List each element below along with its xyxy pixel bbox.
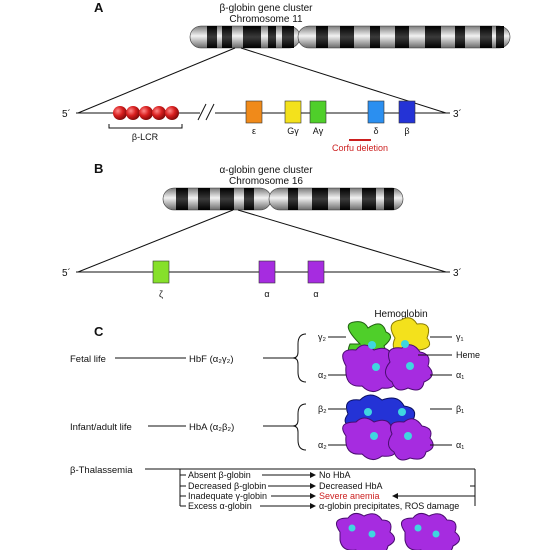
gene-label-beta: β [404, 126, 409, 136]
corfu-deletion-label: Corfu deletion [332, 143, 388, 153]
gene-box-g-gamma [284, 100, 302, 124]
effect-severe-anemia: Severe anemia [319, 491, 380, 501]
chromosome-16-label: Chromosome 16 [229, 176, 303, 187]
gene-label-zeta: ζ [159, 289, 163, 299]
cause-excess-alpha: Excess α-globin [188, 501, 252, 511]
chromosome-11-label: Chromosome 11 [229, 14, 303, 25]
heme-label: Heme [456, 350, 480, 360]
chromosome-16 [162, 187, 404, 211]
fetal-life-label: Fetal life [70, 354, 106, 365]
gene-label-alpha-2: α [264, 289, 269, 299]
hbf-label: HbF (α₂γ₂) [189, 354, 234, 365]
panel-c-letter: C [94, 324, 104, 339]
alpha-precipitate-left [335, 512, 395, 550]
adult-life-label: Infant/adult life [70, 422, 132, 433]
thalassemia-label: β-Thalassemia [70, 465, 133, 476]
fetal-gamma1: γ₁ [456, 332, 464, 342]
adult-beta1: β₁ [456, 404, 464, 414]
cause-rows [180, 474, 186, 507]
panel-a-letter: A [94, 0, 104, 15]
alpha-5prime: 5´ [62, 267, 71, 279]
cause-arrows [260, 472, 475, 509]
fetal-alpha2: α₂ [318, 370, 327, 380]
effect-alpha-precipitates: α-globin precipitates, ROS damage [319, 501, 459, 511]
gene-box-alpha-2 [258, 260, 276, 284]
zoom-line-left-a [77, 47, 236, 114]
effect-no-hba: No HbA [319, 470, 351, 480]
alpha-3prime: 3´ [453, 267, 462, 279]
zoom-line-left-b [77, 209, 234, 273]
beta-cluster-title: β-globin gene cluster [219, 3, 313, 14]
beta-lcr-spheres [113, 106, 179, 120]
gene-box-zeta [152, 260, 170, 284]
gene-box-beta [398, 100, 416, 124]
alpha-cluster-title: α-globin gene cluster [219, 165, 313, 176]
beta-gene-labels: ε Gγ Aγ δ β [252, 126, 410, 136]
beta-5prime: 5´ [62, 108, 71, 120]
gene-box-delta [367, 100, 385, 124]
beta-gene-boxes [245, 100, 416, 124]
cause-decreased-beta: Decreased β-globin [188, 481, 266, 491]
hba-molecule [342, 394, 434, 461]
hemoglobin-label: Hemoglobin [374, 309, 427, 320]
gene-box-epsilon [245, 100, 263, 124]
gene-label-g-gamma: Gγ [287, 126, 299, 136]
adult-brace [292, 403, 307, 451]
lcr-bracket [108, 124, 183, 129]
adult-alpha2: α₂ [318, 440, 327, 450]
effect-decreased-hba: Decreased HbA [319, 481, 383, 491]
adult-beta2: β₂ [318, 404, 327, 414]
beta-3prime: 3´ [453, 108, 462, 120]
cause-inadequate-gamma: Inadequate γ-globin [188, 491, 267, 501]
lcr-label: β-LCR [132, 132, 159, 142]
zoom-line-right-b [237, 209, 447, 273]
fetal-alpha1: α₁ [456, 370, 464, 380]
fetal-brace [292, 333, 307, 383]
gene-label-epsilon: ε [252, 126, 256, 136]
hba-label: HbA (α₂β₂) [189, 422, 234, 433]
break-mark [197, 103, 215, 121]
hbf-molecule [342, 317, 433, 392]
fetal-gamma2: γ₂ [318, 332, 327, 342]
adult-alpha1: α₁ [456, 440, 464, 450]
gene-label-delta: δ [373, 126, 378, 136]
alpha-precipitate-right [400, 512, 460, 550]
gene-label-alpha-1: α [313, 289, 318, 299]
chromosome-11 [189, 25, 511, 49]
gene-box-a-gamma [309, 100, 327, 124]
gene-label-a-gamma: Aγ [313, 126, 324, 136]
cause-absent-beta: Absent β-globin [188, 470, 251, 480]
panel-b-letter: B [94, 161, 103, 176]
alpha-gene-boxes [152, 260, 325, 284]
gene-box-alpha-1 [307, 260, 325, 284]
